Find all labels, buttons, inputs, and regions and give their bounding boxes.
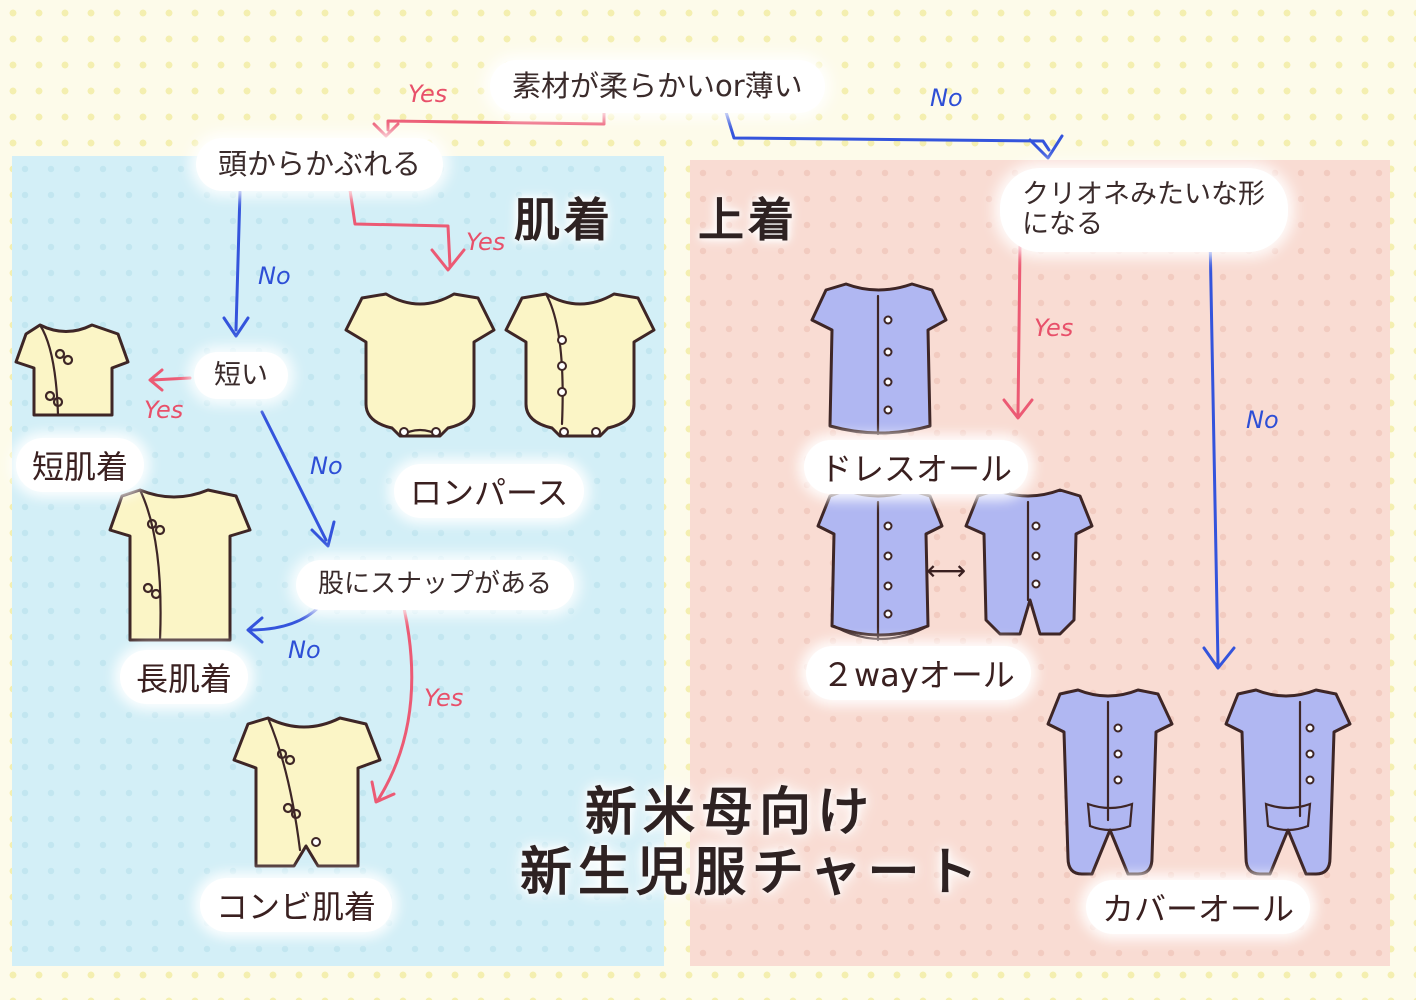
arrow-snap-to-nagahadagi-head (246, 616, 264, 644)
chart-title: 新米母向け 新生児服チャート (520, 783, 984, 904)
node-root-question: 素材が柔らかいor薄い (490, 60, 825, 114)
combi-illustration (232, 716, 382, 868)
answer-yes-snap: Yes (424, 684, 464, 712)
result-tanhadagi: 短肌着 (16, 438, 145, 492)
result-twoway: ２wayオール (806, 646, 1031, 700)
arrow-snap-to-combi (376, 606, 414, 802)
twoway-illustration-dress (816, 488, 944, 642)
rompers-illustration-1 (344, 292, 496, 438)
arrow-short-to-tanhadagi-head (148, 368, 164, 392)
twoway-transform-symbol: ⟷ (926, 554, 967, 587)
coverall-illustration-2 (1224, 688, 1352, 876)
rompers-illustration-2 (504, 292, 656, 438)
answer-no-short: No (310, 452, 343, 480)
node-short-question: 短い (194, 352, 288, 400)
answer-yes-head: Yes (466, 228, 506, 256)
arrow-short-to-snap (260, 410, 328, 542)
result-coverall: カバーオール (1086, 880, 1311, 934)
node-head-question: 頭からかぶれる (196, 138, 444, 192)
result-nagahadagi: 長肌着 (120, 650, 249, 704)
arrow-head-to-rompers (348, 188, 452, 268)
answer-no-clione: No (1246, 406, 1279, 434)
result-dressall: ドレスオール (804, 440, 1029, 494)
arrow-head-to-short (234, 190, 242, 332)
arrow-head-to-short-head (222, 316, 250, 338)
answer-no-snap: No (288, 636, 321, 664)
arrow-clione-to-coverall-head (1202, 646, 1236, 670)
nagahadagi-illustration (108, 488, 252, 642)
answer-yes-clione: Yes (1034, 314, 1074, 342)
answer-yes-short: Yes (144, 396, 184, 424)
answer-no-root: No (930, 84, 963, 112)
tanhadagi-illustration (14, 323, 130, 417)
answer-yes-root: Yes (408, 80, 448, 108)
twoway-illustration-romper (964, 488, 1094, 636)
result-combi: コンビ肌着 (200, 878, 393, 932)
arrow-root-to-clione (724, 110, 1051, 152)
section-heading-underwear: 肌着 (514, 193, 614, 247)
section-heading-outerwear: 上着 (698, 193, 798, 247)
dressall-illustration (810, 282, 948, 436)
arrow-root-to-clione-head (1028, 134, 1064, 160)
arrow-short-to-tanhadagi (150, 376, 192, 382)
arrow-clione-to-dressall-head (1002, 398, 1034, 420)
result-rompers: ロンパース (394, 464, 585, 518)
arrow-snap-to-combi-head (370, 780, 396, 804)
arrow-head-to-rompers-head (430, 248, 466, 272)
arrow-root-to-head-head (372, 122, 400, 138)
arrow-root-to-head (386, 110, 606, 132)
arrow-short-to-snap-head (310, 520, 336, 548)
node-clione-question: クリオネみたいな形になる (1000, 168, 1288, 253)
node-snap-question: 股にスナップがある (296, 560, 575, 610)
answer-no-head: No (258, 262, 291, 290)
coverall-illustration-1 (1046, 688, 1174, 876)
chart-title-line-1: 新米母向け (584, 783, 875, 843)
arrow-clione-to-dressall (1016, 244, 1022, 416)
arrow-clione-to-coverall (1208, 232, 1220, 666)
chart-title-line-2: 新生児服チャート (520, 842, 984, 903)
arrow-snap-to-nagahadagi (248, 604, 322, 632)
